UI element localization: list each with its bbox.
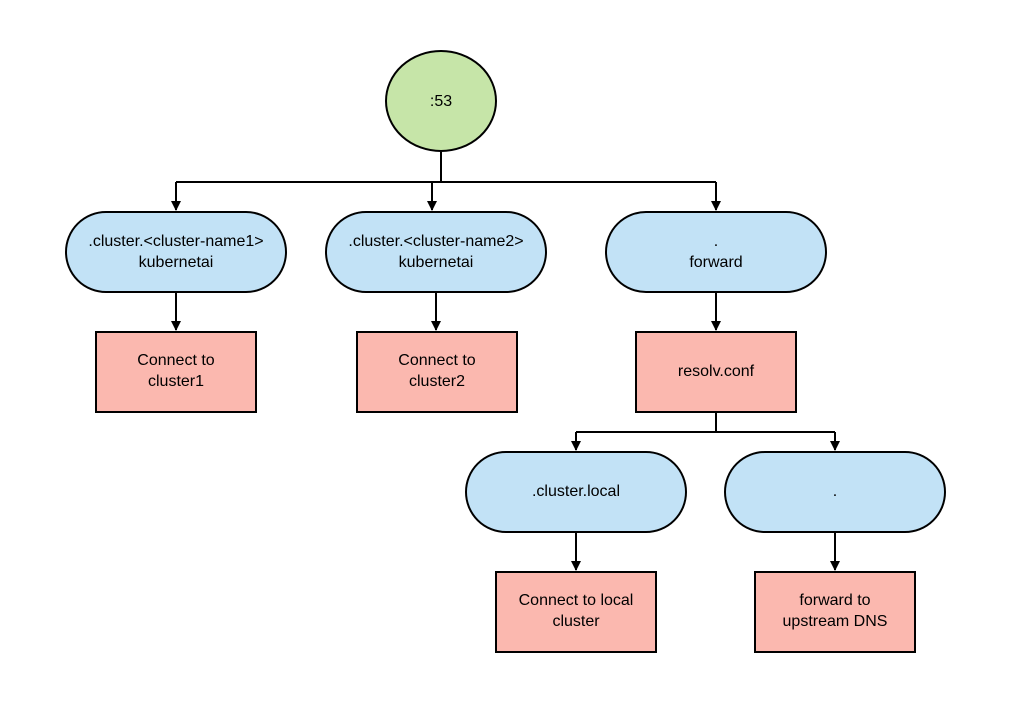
sub-branch-dot-shape [724, 451, 946, 533]
branch-cluster1-line1: .cluster.<cluster-name1> [88, 233, 263, 250]
action-connect-cluster1: Connect to cluster1 [95, 331, 257, 413]
action-connect-cluster2-box [356, 331, 518, 413]
connectors [171, 152, 840, 571]
root-node: :53 [385, 50, 497, 152]
action-connect-cluster2-line2: cluster2 [409, 373, 465, 390]
branch-cluster1-line2: kubernetai [139, 254, 214, 271]
branch-cluster1: .cluster.<cluster-name1> kubernetai [65, 211, 287, 293]
sub-action-upstream-dns-line1: forward to [799, 592, 870, 609]
sub-branch-dot-label: . [833, 483, 837, 500]
root-circle [385, 50, 497, 152]
sub-branch-cluster-local-shape [465, 451, 687, 533]
root-label: :53 [430, 93, 452, 110]
branch-forward-line2: forward [689, 254, 742, 271]
action-resolv-conf-label: resolv.conf [678, 363, 755, 380]
action-connect-cluster2: Connect to cluster2 [356, 331, 518, 413]
action-connect-cluster1-line2: cluster1 [148, 373, 204, 390]
branch-forward-shape [605, 211, 827, 293]
sub-action-connect-local-line1: Connect to local [519, 592, 634, 609]
sub-action-upstream-dns: forward to upstream DNS [754, 571, 916, 653]
action-connect-cluster1-line1: Connect to [137, 352, 214, 369]
sub-action-connect-local-line2: cluster [552, 613, 600, 630]
branch-cluster1-shape [65, 211, 287, 293]
branch-cluster2-line2: kubernetai [399, 254, 474, 271]
branch-forward-line1: . [714, 233, 718, 250]
sub-branch-dot: . [724, 451, 946, 533]
action-connect-cluster2-line1: Connect to [398, 352, 475, 369]
action-resolv-conf: resolv.conf [635, 331, 797, 413]
sub-action-connect-local: Connect to local cluster [495, 571, 657, 653]
action-resolv-conf-box [635, 331, 797, 413]
sub-action-connect-local-box [495, 571, 657, 653]
sub-branch-cluster-local: .cluster.local [465, 451, 687, 533]
branch-cluster2-shape [325, 211, 547, 293]
sub-action-upstream-dns-line2: upstream DNS [783, 613, 888, 630]
sub-action-upstream-dns-box [754, 571, 916, 653]
action-connect-cluster1-box [95, 331, 257, 413]
sub-branch-cluster-local-label: .cluster.local [532, 483, 620, 500]
branch-cluster2: .cluster.<cluster-name2> kubernetai [325, 211, 547, 293]
branch-forward: . forward [605, 211, 827, 293]
branch-cluster2-line1: .cluster.<cluster-name2> [348, 233, 523, 250]
